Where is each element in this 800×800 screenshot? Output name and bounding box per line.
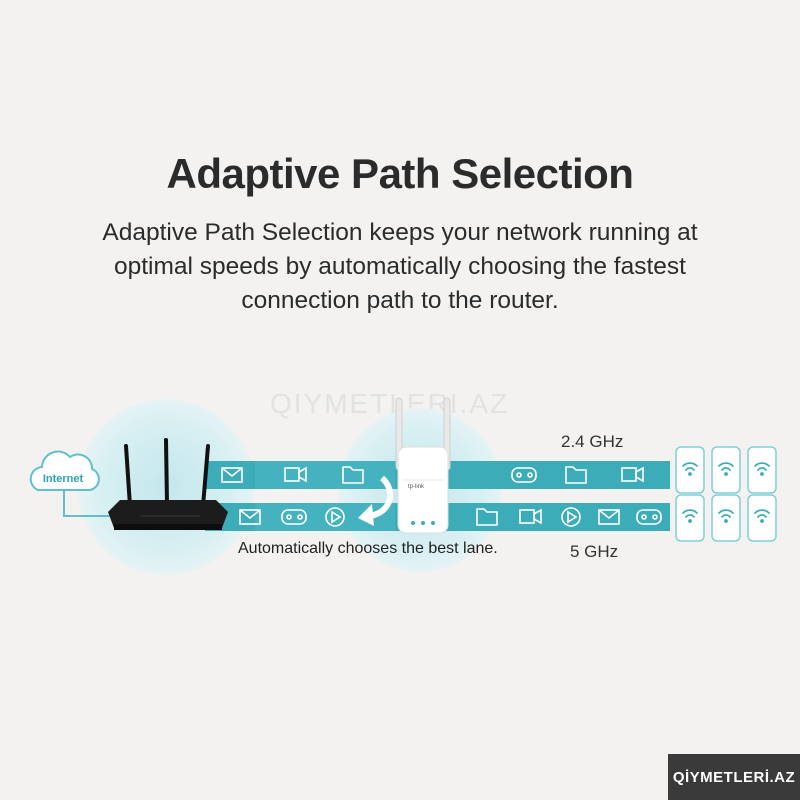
client-devices xyxy=(675,446,777,542)
lane-2-4ghz-label: 2.4 GHz xyxy=(561,432,624,451)
video-icon xyxy=(519,508,542,525)
page-description: Adaptive Path Selection keeps your netwo… xyxy=(102,219,698,314)
wifi-icon xyxy=(682,462,698,476)
play-icon xyxy=(325,507,345,527)
mail-icon xyxy=(598,509,620,525)
gamepad-icon xyxy=(281,509,307,525)
auto-lane-caption: Automatically chooses the best lane. xyxy=(238,540,498,557)
internet-label: Internet xyxy=(42,473,84,485)
wifi-icon xyxy=(754,509,770,523)
wifi-icon xyxy=(754,462,770,476)
range-extender-image xyxy=(395,397,451,534)
watermark: QIYMETLERI.AZ xyxy=(270,388,510,419)
folder-icon xyxy=(476,508,498,526)
mail-icon xyxy=(239,509,261,525)
folder-icon xyxy=(565,466,587,484)
gamepad-icon xyxy=(511,467,537,483)
internet-cloud-icon xyxy=(29,450,116,517)
wifi-icon xyxy=(718,462,734,476)
mail-icon xyxy=(221,467,243,483)
play-icon xyxy=(561,507,581,527)
wifi-icon xyxy=(682,509,698,523)
folder-icon xyxy=(342,466,364,484)
wifi-icon xyxy=(718,509,734,523)
site-badge[interactable]: QİYMETLERİ.AZ xyxy=(668,754,800,800)
video-icon xyxy=(284,466,307,483)
page-title: Adaptive Path Selection xyxy=(166,150,634,197)
router-image xyxy=(108,438,228,530)
video-icon xyxy=(621,466,644,483)
lane-5ghz-label: 5 GHz xyxy=(570,542,619,561)
switch-lane-arrow xyxy=(369,475,394,519)
gamepad-icon xyxy=(636,509,662,525)
extender-brand-logo: tp-link xyxy=(408,484,425,490)
